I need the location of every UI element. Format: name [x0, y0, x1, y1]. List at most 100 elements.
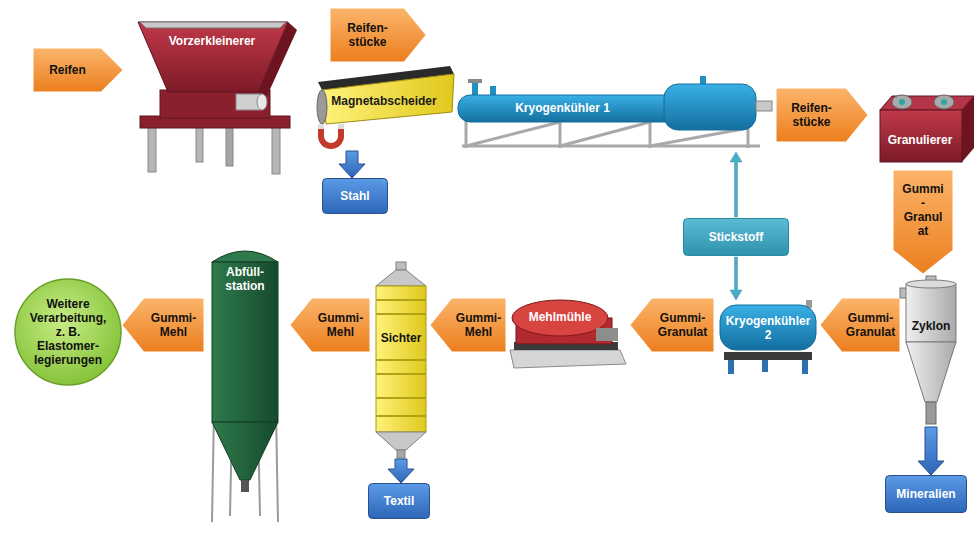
label-area: Magnetabscheider — [324, 93, 444, 109]
granulator-illustration — [934, 95, 954, 109]
conveyor-illustration — [318, 124, 324, 129]
output-box-outline — [323, 179, 388, 214]
classifier-illustration — [376, 270, 426, 286]
node-label: Kryogenkühler 1 — [515, 101, 610, 115]
label-area: Weitere Verarbeitung, z. B. Elastomer- l… — [25, 290, 111, 374]
flour-mill: Mehlmühle — [508, 296, 626, 370]
classifier-illustration — [376, 299, 426, 301]
silo-illustration — [212, 251, 278, 522]
label-area: Reifen- stücke — [333, 10, 402, 60]
node-label: Vorzerkleinerer — [169, 34, 256, 48]
cyclone-illustration — [906, 280, 956, 288]
cryo-cooler-illustration — [802, 360, 808, 374]
cryo-cooler-illustration — [466, 122, 560, 146]
label-area: Kryogenkühler 2 — [724, 308, 812, 348]
silo-illustration — [212, 410, 214, 522]
label-area: Stahl — [326, 181, 384, 211]
label-area: Gummi- Granulat — [654, 300, 711, 350]
classifier-illustration — [376, 313, 426, 315]
node-label: Reifen- stücke — [779, 101, 844, 129]
flow-arrow — [388, 459, 414, 483]
flow-arrow-box-outline — [123, 299, 204, 352]
silo-illustration — [241, 480, 249, 492]
classifier-illustration — [396, 262, 406, 270]
cryo-cooler: Kryogenkühler 1 — [456, 70, 773, 152]
classifier-illustration — [397, 450, 405, 458]
classifier-illustration — [376, 286, 426, 432]
flow-arrow-box: Gummi - Granul at — [893, 170, 953, 274]
flow-arrow-box: Reifen- stücke — [330, 8, 426, 62]
flow-arrow-box-outline — [291, 299, 370, 352]
flow-arrow-box: Gummi- Mehl — [290, 298, 370, 352]
node-label: Mineralien — [896, 487, 955, 501]
flow-arrow-box-outline — [631, 299, 714, 352]
cryo-cooler-illustration — [458, 76, 772, 148]
cryo-cooler-illustration — [560, 122, 650, 146]
flow-arrow-box: Reifen- stücke — [776, 88, 868, 142]
silo-illustration — [276, 410, 278, 522]
classifier-illustration — [376, 415, 426, 417]
filling-silo: Abfüll- station — [206, 246, 284, 526]
node-label: Textil — [384, 494, 414, 508]
output-box-outline — [886, 476, 967, 513]
cryo-cooler-illustration — [468, 79, 482, 83]
shredder-machine: Vorzerkleinerer — [128, 14, 298, 182]
shredder-illustration — [148, 126, 156, 172]
label-area: Gummi- Mehl — [454, 300, 503, 350]
label-area: Gummi- Mehl — [314, 300, 367, 350]
magnetic-separator: Magnetabscheider — [316, 64, 454, 150]
shredder-illustration — [196, 126, 203, 162]
silo-illustration — [212, 251, 278, 262]
classifier-illustration — [376, 262, 426, 458]
label-area: Mineralien — [889, 478, 963, 510]
label-area: Gummi- Mehl — [146, 300, 201, 350]
classifier-illustration — [376, 359, 426, 361]
classifier-illustration — [376, 300, 426, 416]
node-label: Gummi- Mehl — [314, 311, 367, 339]
granulator-illustration — [880, 96, 974, 110]
flow-arrow — [730, 257, 742, 300]
node-label: Weitere Verarbeitung, z. B. Elastomer- l… — [25, 297, 111, 367]
cyclone-illustration — [926, 402, 936, 424]
cryo-cooler-illustration — [724, 352, 812, 360]
cryo-cooler-illustration — [465, 118, 468, 148]
output-box-outline — [369, 484, 430, 519]
cryo-cooler: Kryogenkühler 2 — [716, 300, 820, 376]
label-area: Sichter — [376, 330, 426, 346]
cyclone-illustration — [906, 284, 956, 342]
granulator-illustration — [941, 99, 947, 105]
conveyor-illustration — [317, 90, 327, 124]
shredder-illustration — [257, 94, 267, 110]
cryo-cooler-illustration — [756, 101, 772, 111]
cryo-cooler-illustration — [472, 82, 478, 96]
flow-arrow-box-outline — [821, 299, 900, 352]
label-area: Kryogenkühler 1 — [485, 99, 640, 117]
mill-illustration — [510, 300, 626, 368]
silo-illustration — [212, 262, 278, 422]
flow-arrow-box: Gummi- Mehl — [430, 298, 506, 352]
shredder-illustration — [272, 126, 280, 174]
granulator-illustration — [892, 95, 912, 109]
output-box: Mineralien — [885, 475, 967, 513]
label-area: Granulierer — [882, 131, 958, 149]
shredder-illustration — [140, 22, 286, 28]
flow-arrow — [918, 427, 944, 475]
label-area: Vorzerkleinerer — [148, 32, 276, 50]
label-area: Gummi- Granulat — [844, 300, 897, 350]
shredder-illustration — [138, 22, 297, 174]
classifier-illustration — [376, 373, 426, 375]
label-area: Reifen — [36, 50, 99, 90]
cryo-cooler-illustration — [462, 145, 760, 148]
node-label: Mehlmühle — [529, 310, 592, 324]
label-area: Mehlmühle — [512, 308, 608, 326]
node-label: Zyklon — [912, 319, 951, 333]
supply-box: Stickstoff — [683, 218, 789, 256]
mill-illustration — [510, 350, 626, 368]
flow-arrow-box: Gummi- Granulat — [630, 298, 714, 352]
node-label: Granulierer — [888, 133, 953, 147]
node-label: Gummi- Mehl — [454, 311, 503, 339]
node-label: Abfüll- station — [212, 265, 278, 293]
